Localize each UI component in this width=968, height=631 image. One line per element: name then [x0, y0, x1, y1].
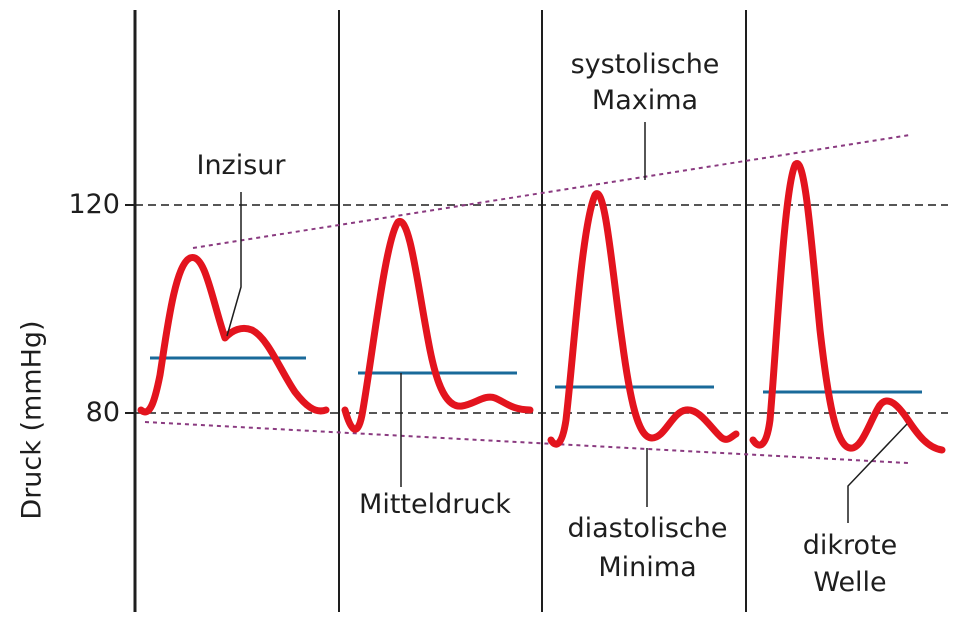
diastolic-minima-trend-line — [144, 421, 909, 464]
dikrote-welle-leader — [847, 423, 908, 523]
y-axis-title: Druck (mmHg) — [16, 320, 48, 520]
mitteldruck-label: Mitteldruck — [359, 489, 511, 520]
diastolische-minima-label-line1: diastolische — [567, 513, 728, 544]
systolische-maxima-label-line2: Maxima — [591, 85, 699, 116]
diastolische-minima-label-line2: Minima — [598, 552, 697, 583]
pressure-wave — [547, 190, 740, 448]
dikrote-welle-label-line2: Welle — [813, 567, 887, 598]
pressure-wave — [341, 218, 534, 433]
pressure-wave — [749, 159, 946, 454]
inzisur-label: Inzisur — [196, 150, 286, 181]
inzisur-leader — [226, 192, 242, 337]
y-tick-label-120: 120 — [68, 189, 120, 220]
dikrote-welle-label-line1: dikrote — [802, 530, 898, 561]
y-tick-label-80: 80 — [85, 397, 120, 428]
systolic-maxima-trend-line — [192, 134, 911, 249]
systolische-maxima-label-line1: systolische — [570, 49, 720, 80]
pressure-wave — [137, 254, 330, 416]
